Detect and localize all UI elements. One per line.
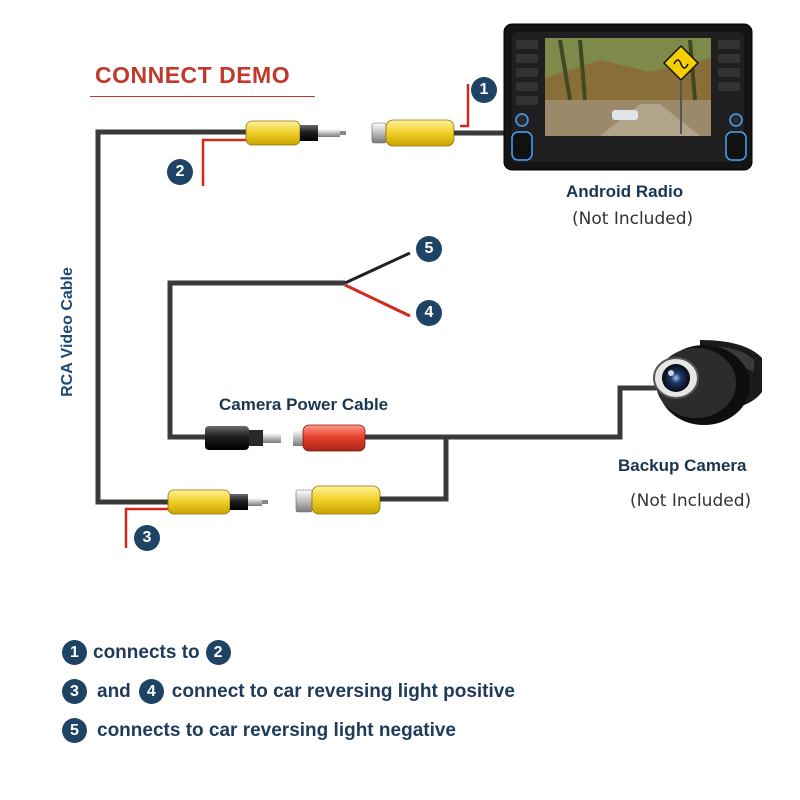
- rca-plug-bottom: [167, 489, 268, 515]
- rca-video-cable-label: RCA Video Cable: [59, 267, 76, 397]
- badge-1: 1: [471, 77, 497, 103]
- power-socket-red: [293, 424, 366, 452]
- red-lead-3: [124, 507, 172, 548]
- legend-row-1: 1 connects to 2: [62, 640, 231, 665]
- legend-badge-1: 1: [62, 640, 87, 665]
- backup-camera: [653, 340, 762, 425]
- legend-text-3: connects to car reversing light negative: [97, 719, 456, 741]
- android-radio-label: Android Radio: [566, 182, 684, 201]
- legend-text-2: connect to car reversing light positive: [171, 680, 515, 702]
- legend-row-2: 3 and 4 connect to car reversing light p…: [62, 679, 521, 704]
- legend-and: and: [97, 680, 131, 702]
- backup-camera-label: Backup Camera: [618, 456, 747, 475]
- legend-badge-5: 5: [62, 718, 87, 743]
- camera-video-wire: [380, 437, 449, 502]
- legend-text-1: connects to: [93, 641, 200, 663]
- rca-plug-top: [245, 120, 346, 146]
- power-plug-black: [205, 426, 281, 450]
- android-radio-note: (Not Included): [572, 209, 694, 229]
- title-underline: [90, 96, 315, 97]
- badge-4: 4: [416, 300, 442, 326]
- legend-badge-3: 3: [62, 679, 87, 704]
- camera-rca-socket: [295, 485, 381, 515]
- red-lead-1: [460, 84, 470, 128]
- power-cable-loop: [167, 280, 345, 440]
- power-wire-positive: [344, 283, 411, 318]
- legend-badge-4: 4: [138, 679, 164, 704]
- camera-main-cable: [365, 385, 660, 440]
- power-wire-negative: [344, 251, 411, 285]
- red-lead-2: [201, 138, 250, 186]
- radio-rca-socket: [371, 119, 455, 147]
- legend-row-3: 5 connects to car reversing light negati…: [62, 718, 462, 743]
- badge-5: 5: [416, 236, 442, 262]
- badge-2: 2: [167, 159, 193, 185]
- rca-video-cable: [95, 129, 250, 505]
- android-radio: [503, 23, 753, 171]
- legend-badge-2: 2: [205, 640, 231, 665]
- backup-camera-note: (Not Included): [630, 491, 752, 511]
- badge-3: 3: [134, 525, 160, 551]
- diagram-title: CONNECT DEMO: [95, 62, 291, 88]
- camera-power-cable-label: Camera Power Cable: [219, 395, 389, 414]
